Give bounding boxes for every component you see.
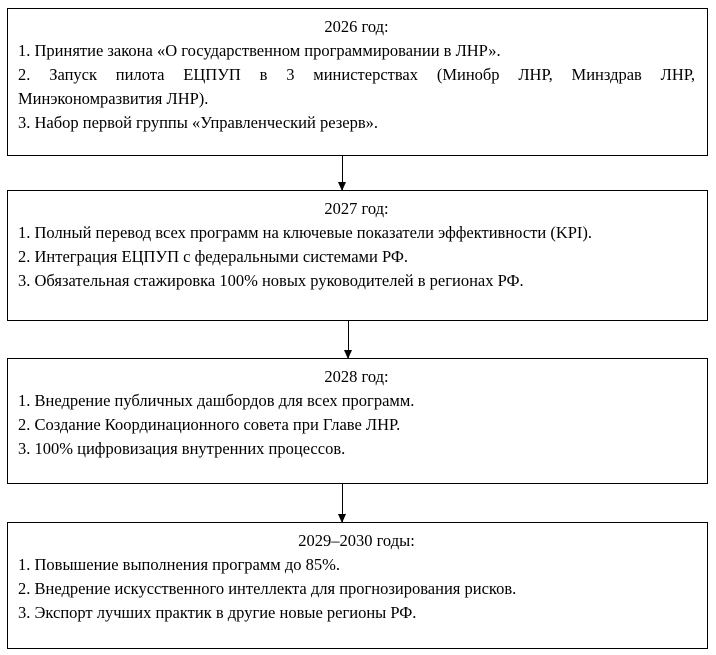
stage-2027-box: 2027 год: 1. Полный перевод всех програм… — [7, 190, 708, 321]
stage-item: 2. Запуск пилота ЕЦПУП в 3 министерствах… — [18, 65, 695, 108]
stage-item: 2. Интеграция ЕЦПУП с федеральными систе… — [18, 247, 408, 266]
stage-title: 2028 год: — [324, 367, 389, 386]
stage-2026-box: 2026 год: 1. Принятие закона «О государс… — [7, 8, 708, 156]
arrow-down-icon — [336, 484, 348, 523]
stage-item: 2. Создание Координационного совета при … — [18, 415, 401, 434]
arrow-down-icon — [336, 156, 348, 191]
stage-title: 2029–2030 годы: — [298, 531, 415, 550]
stage-2028-box: 2028 год: 1. Внедрение публичных дашборд… — [7, 358, 708, 484]
stage-title: 2027 год: — [324, 199, 389, 218]
arrow-down-icon — [342, 321, 354, 359]
stage-item: 1. Внедрение публичных дашбордов для все… — [18, 391, 415, 410]
stage-item: 2. Внедрение искусственного интеллекта д… — [18, 579, 517, 598]
stage-item: 3. 100% цифровизация внутренних процессо… — [18, 439, 346, 458]
stage-item: 3. Экспорт лучших практик в другие новые… — [18, 603, 417, 622]
stage-2029-2030-box: 2029–2030 годы: 1. Повышение выполнения … — [7, 522, 708, 649]
stage-item: 3. Обязательная стажировка 100% новых ру… — [18, 271, 524, 290]
stage-item: 3. Набор первой группы «Управленческий р… — [18, 113, 379, 132]
stage-item: 1. Полный перевод всех программ на ключе… — [18, 223, 593, 242]
stage-title: 2026 год: — [324, 17, 389, 36]
stage-item: 1. Повышение выполнения программ до 85%. — [18, 555, 340, 574]
stage-item: 1. Принятие закона «О государственном пр… — [18, 41, 501, 60]
